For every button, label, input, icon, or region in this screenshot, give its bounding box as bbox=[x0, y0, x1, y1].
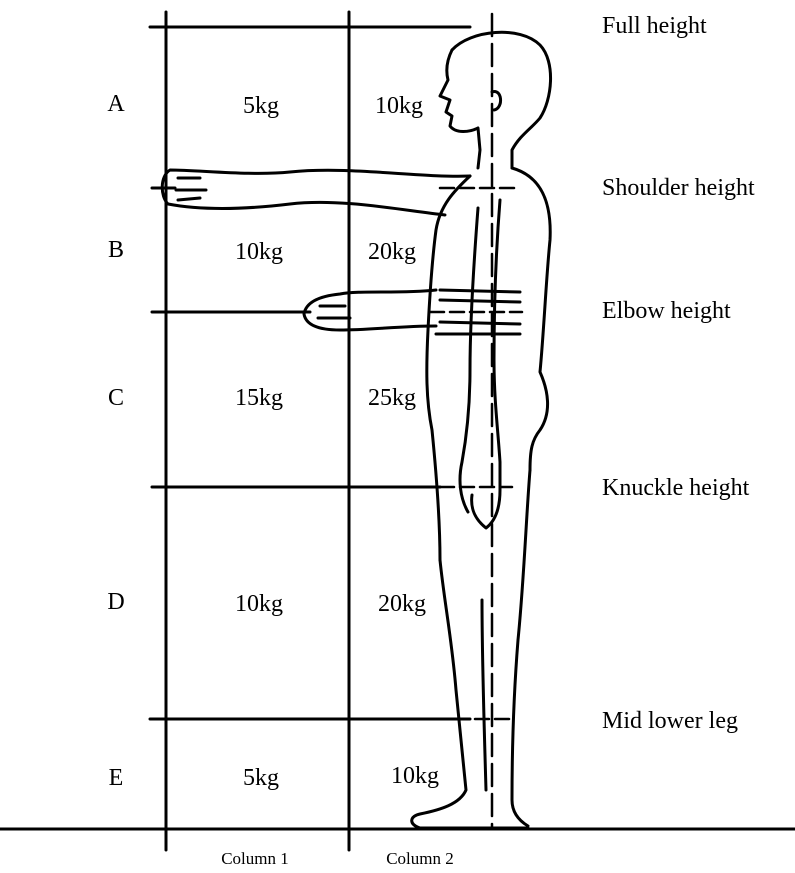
zone-b-column-2-weight: 20kg bbox=[337, 240, 447, 264]
zone-a-column-2-weight: 10kg bbox=[344, 94, 454, 118]
zone-b-label: B bbox=[96, 238, 136, 262]
zone-a-column-1-weight: 5kg bbox=[206, 94, 316, 118]
zone-c-column-1-weight: 15kg bbox=[204, 386, 314, 410]
zone-d-column-1-weight: 10kg bbox=[204, 592, 314, 616]
zone-b-column-1-weight: 10kg bbox=[204, 240, 314, 264]
full-height-label: Full height bbox=[602, 14, 707, 38]
zone-d-label: D bbox=[96, 590, 136, 614]
column-1-label: Column 1 bbox=[195, 850, 315, 867]
zone-e-label: E bbox=[96, 766, 136, 790]
zone-c-label: C bbox=[96, 386, 136, 410]
zone-a-label: A bbox=[96, 92, 136, 116]
zone-d-column-2-weight: 20kg bbox=[347, 592, 457, 616]
zone-e-column-1-weight: 5kg bbox=[206, 766, 316, 790]
zone-e-column-2-weight: 10kg bbox=[360, 764, 470, 788]
shoulder-height-label: Shoulder height bbox=[602, 176, 755, 200]
knuckle-height-label: Knuckle height bbox=[602, 476, 749, 500]
mid-lower-leg-label: Mid lower leg bbox=[602, 709, 738, 733]
zone-c-column-2-weight: 25kg bbox=[337, 386, 447, 410]
column-2-label: Column 2 bbox=[360, 850, 480, 867]
elbow-height-label: Elbow height bbox=[602, 299, 731, 323]
